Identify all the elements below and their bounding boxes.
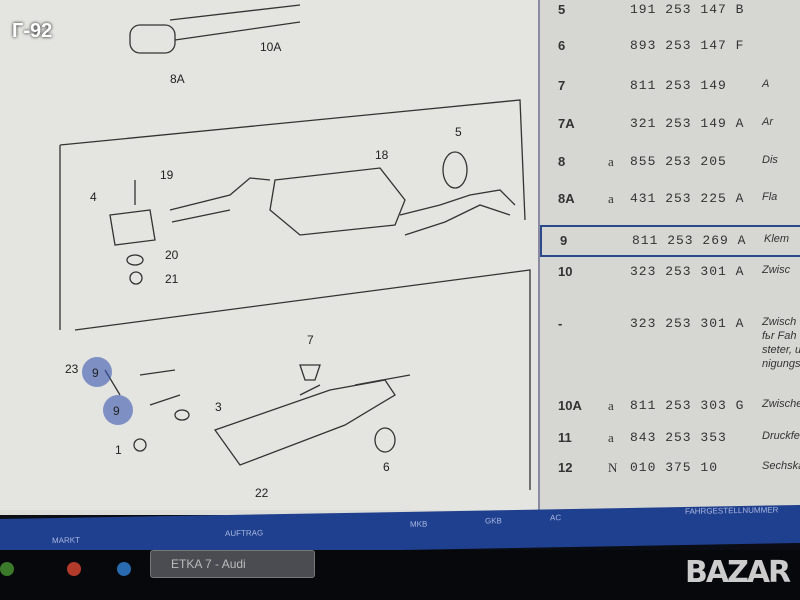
callout[interactable]: 10A (260, 40, 282, 54)
mark: a (608, 191, 614, 206)
pos: 8A (558, 191, 575, 206)
pos: 7A (558, 116, 575, 131)
overlay-label: Г-92 (12, 20, 53, 42)
description: steter, u (762, 344, 800, 356)
parts-table: 5 191 253 147 B 6 893 253 147 F 7 811 253 1… (538, 0, 800, 510)
callout[interactable]: 9 (113, 404, 120, 418)
callout[interactable]: 19 (160, 168, 174, 182)
callout[interactable]: 5 (455, 125, 462, 139)
chrome-icon[interactable] (67, 562, 81, 576)
table-row[interactable]: 7A 321 253 149 A Ar (540, 110, 800, 140)
auftrag-field[interactable]: AUFTRAG (225, 528, 264, 539)
callout[interactable]: 3 (215, 400, 222, 414)
description: fьr Fah (762, 330, 797, 342)
table-row[interactable]: - 323 253 301 A Zwisch fьr Fah steter, u nigu… (540, 310, 800, 380)
description: Druckfede (762, 430, 800, 442)
part-number: 811 253 303 G (630, 398, 745, 413)
table-row[interactable]: 8 a 855 253 205 Dis (540, 148, 800, 178)
callout[interactable]: 1 (115, 443, 122, 457)
pos: 6 (558, 38, 566, 53)
description: Sechskants (762, 460, 800, 472)
pos: 10 (558, 264, 573, 279)
fahrgestellnummer-field[interactable]: FAHRGESTELLNUMMER (685, 505, 779, 517)
description: nigungs (762, 358, 800, 370)
description: Zwisch (762, 316, 797, 328)
markt-field[interactable]: MARKT (52, 535, 80, 546)
mkb-field[interactable]: MKB (410, 519, 428, 529)
part-number: 010 375 10 (630, 460, 719, 475)
callout[interactable]: 22 (255, 486, 269, 500)
gkb-field[interactable]: GKB (485, 516, 502, 526)
part-number: 855 253 205 (630, 154, 727, 169)
mark: a (608, 398, 614, 413)
part-number: 323 253 301 A (630, 264, 745, 279)
callout[interactable]: 8A (170, 72, 185, 86)
callout[interactable]: 21 (165, 272, 179, 286)
callout[interactable]: 23 (65, 362, 79, 376)
part-number: 431 253 225 A (630, 191, 745, 206)
taskbar-etka-window[interactable]: ETKA 7 - Audi (150, 550, 315, 578)
pos: - (558, 316, 563, 331)
pos: 12 (558, 460, 573, 475)
table-row[interactable]: 11 a 843 253 353 Druckfede (540, 424, 800, 454)
callout[interactable]: 6 (383, 460, 390, 474)
callout[interactable]: 18 (375, 148, 389, 162)
table-row[interactable]: 7 811 253 149 A (540, 72, 800, 102)
description: Zwisc (762, 264, 791, 276)
description: Dis (762, 154, 778, 166)
table-row[interactable]: 5 191 253 147 B (540, 0, 800, 26)
part-number: 323 253 301 A (630, 316, 745, 331)
internet-explorer-icon[interactable] (117, 562, 131, 576)
mark: N (608, 460, 618, 475)
callout[interactable]: 20 (165, 248, 179, 262)
description: Fla (762, 191, 778, 203)
table-row[interactable]: 12 N 010 375 10 Sechskants (540, 454, 800, 484)
exploded-diagram: 8A 10A 5 18 19 4 20 21 7 23 9 9 3 1 6 22 (59, 4, 531, 500)
pos: 5 (558, 2, 566, 17)
part-number: 843 253 353 (630, 430, 727, 445)
callout[interactable]: 4 (90, 190, 97, 204)
pos: 9 (560, 233, 568, 248)
bazar-logo: BAZAR (685, 555, 791, 590)
mark: a (608, 154, 614, 169)
part-number: 811 253 269 A (632, 233, 747, 248)
pos: 11 (558, 430, 572, 445)
table-row[interactable]: 10 323 253 301 A Zwisc (540, 258, 800, 288)
table-row[interactable]: 10A a 811 253 303 G Zwischen (540, 392, 800, 422)
part-number: 191 253 147 B (630, 2, 745, 17)
table-row[interactable]: 6 893 253 147 F (540, 32, 800, 62)
pos: 8 (558, 154, 566, 169)
callout[interactable]: 9 (92, 366, 99, 380)
etka-window: 8A 10A 5 18 19 4 20 21 7 23 9 9 3 1 6 22… (0, 0, 800, 515)
mark: a (608, 430, 614, 445)
exhaust-drawing (59, 4, 531, 490)
callout[interactable]: 7 (307, 333, 314, 347)
table-row[interactable]: 8A a 431 253 225 A Fla (540, 185, 800, 215)
highlight-circles (82, 357, 133, 425)
description: Ar (762, 116, 773, 128)
start-button-icon[interactable] (0, 562, 14, 576)
part-number: 811 253 149 (630, 78, 727, 93)
description: Zwischen (762, 398, 800, 410)
description: A (762, 78, 770, 90)
part-number: 893 253 147 F (630, 38, 745, 53)
description: Klem (764, 233, 790, 245)
taskbar (0, 550, 800, 600)
table-row-selected[interactable]: 9 811 253 269 A Klem (540, 225, 800, 257)
part-number: 321 253 149 A (630, 116, 745, 131)
pos: 10A (558, 398, 582, 413)
pos: 7 (558, 78, 566, 93)
ac-field[interactable]: AC (550, 513, 562, 523)
